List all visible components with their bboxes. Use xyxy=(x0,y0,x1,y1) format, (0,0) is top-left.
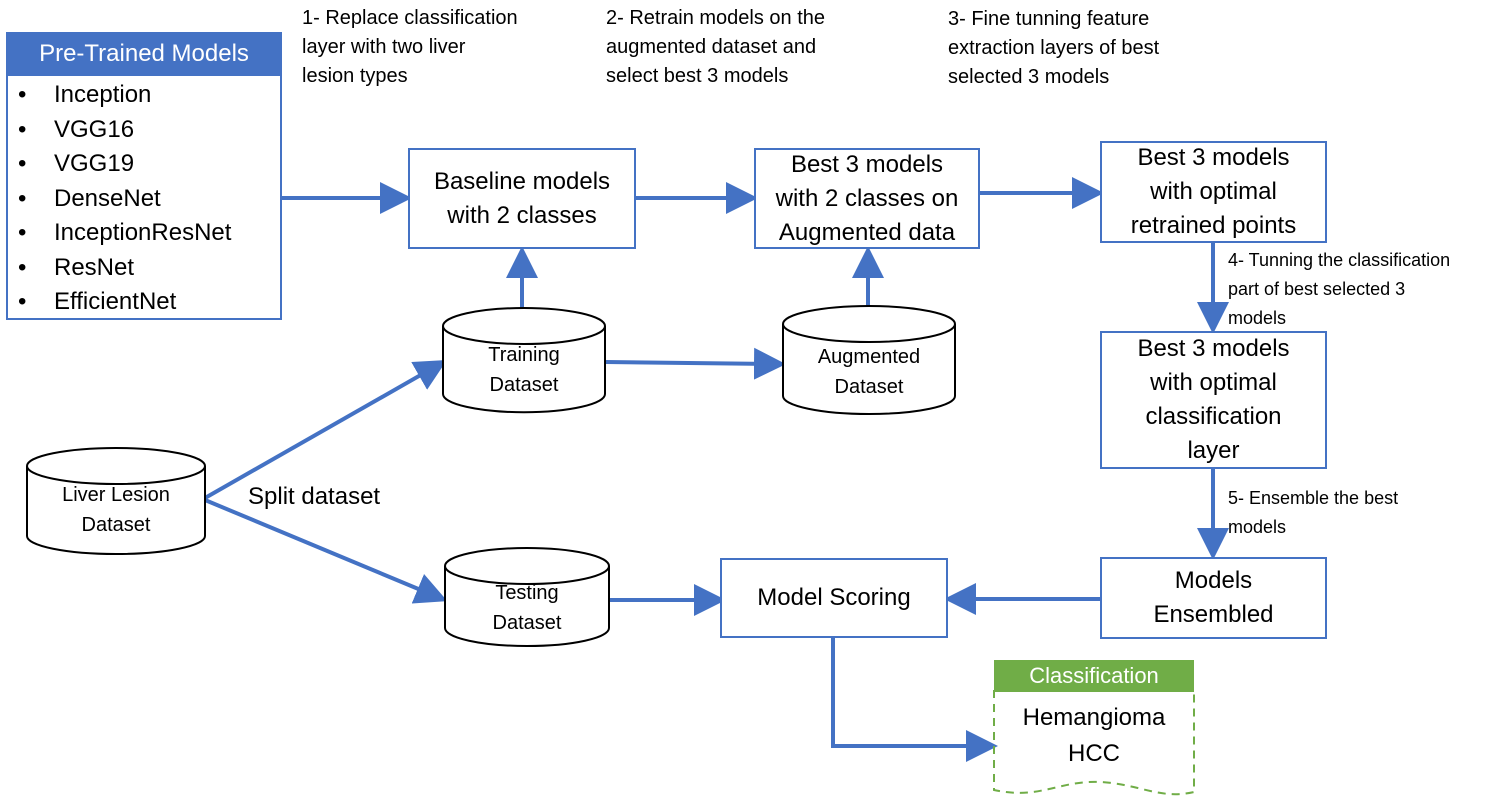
pretrained-models-panel: Pre-Trained Models Inception VGG16 VGG19… xyxy=(6,32,282,320)
list-item: Inception xyxy=(18,78,231,113)
arrow-liver-to-testing xyxy=(204,498,448,604)
step5-note: 5- Ensemble the best models xyxy=(1228,488,1399,537)
best-classification-label: Best 3 models with optimal classificatio… xyxy=(1137,335,1290,464)
best-retrained-label: Best 3 models with optimal retrained poi… xyxy=(1130,144,1297,239)
step3-note: 3- Fine tunning feature extraction layer… xyxy=(948,8,1160,88)
pretrained-models-list: Inception VGG16 VGG19 DenseNet Inception… xyxy=(8,78,232,320)
model-scoring-box: Model Scoring xyxy=(720,558,948,638)
classification-classes: Hemangioma HCC xyxy=(994,700,1194,772)
augmented-dataset-cylinder xyxy=(782,305,956,415)
list-item: VGG19 xyxy=(18,147,231,182)
models-ensembled-box: Models Ensembled xyxy=(1100,557,1327,639)
liver-dataset-label: Liver Lesion Dataset xyxy=(62,484,170,536)
augmented-dataset-label: Augmented Dataset xyxy=(817,346,921,398)
testing-dataset-label: Testing Dataset xyxy=(492,582,562,634)
classification-output-shape xyxy=(993,690,1195,796)
arrow-training-to-augmented xyxy=(605,347,786,380)
testing-dataset-cylinder xyxy=(444,547,610,647)
training-dataset-cylinder xyxy=(442,307,606,414)
baseline-models-box: Baseline models with 2 classes xyxy=(408,148,636,249)
best-augmented-label: Best 3 models with 2 classes on Augmente… xyxy=(775,150,959,246)
best-classification-box: Best 3 models with optimal classificatio… xyxy=(1100,331,1327,469)
split-dataset-label: Split dataset xyxy=(248,483,381,510)
pretrained-models-title: Pre-Trained Models xyxy=(6,32,282,76)
model-scoring-label: Model Scoring xyxy=(757,584,911,611)
best-augmented-box: Best 3 models with 2 classes on Augmente… xyxy=(754,148,980,249)
models-ensembled-label: Models Ensembled xyxy=(1153,567,1274,628)
list-item: DenseNet xyxy=(18,182,231,217)
list-item: ResNet xyxy=(18,251,231,286)
arrow-liver-to-training xyxy=(204,360,447,500)
list-item: EfficientNet xyxy=(18,285,231,320)
list-item: VGG16 xyxy=(18,113,231,148)
best-retrained-box: Best 3 models with optimal retrained poi… xyxy=(1100,141,1327,243)
classification-header: Classification xyxy=(994,660,1194,692)
baseline-models-label: Baseline models with 2 classes xyxy=(433,167,611,229)
class-label-hcc: HCC xyxy=(1068,740,1120,767)
liver-dataset-cylinder xyxy=(26,447,206,555)
class-label-hemangioma: Hemangioma xyxy=(1022,704,1166,731)
arrow-scoring-to-output xyxy=(831,638,998,762)
step4-note: 4- Tunning the classification part of be… xyxy=(1228,250,1451,328)
list-item: InceptionResNet xyxy=(18,216,232,251)
step1-note: 1- Replace classification layer with two… xyxy=(302,7,518,87)
step2-note: 2- Retrain models on the augmented datas… xyxy=(606,7,826,87)
training-dataset-label: Training Dataset xyxy=(488,344,560,396)
